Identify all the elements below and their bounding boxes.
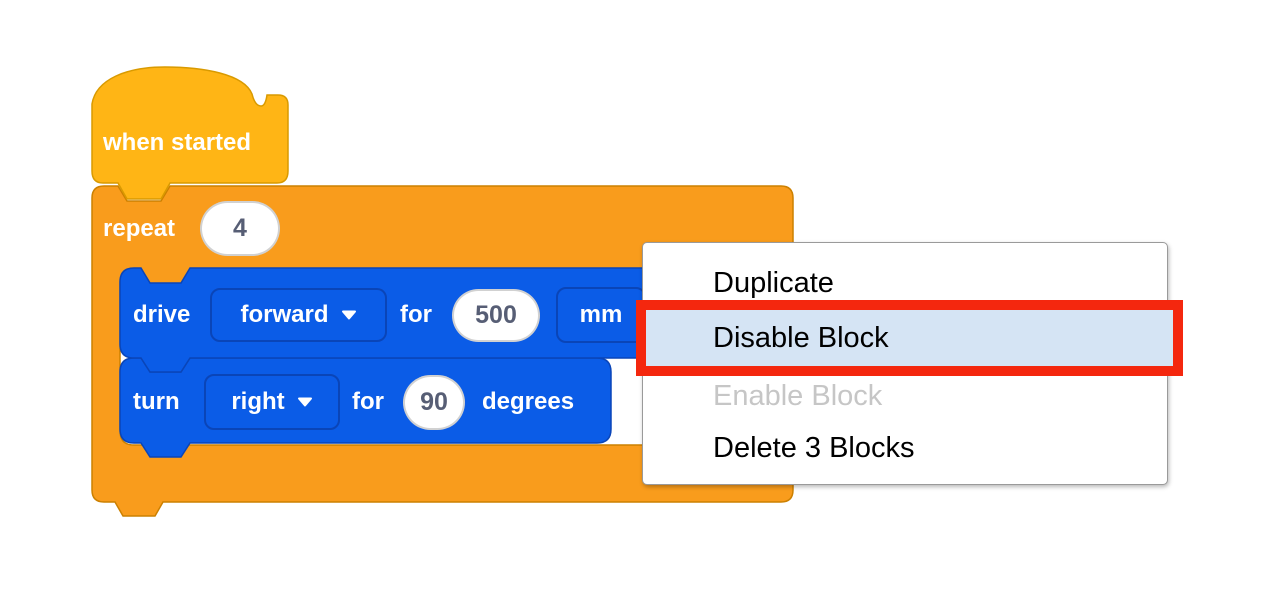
menu-item-enable-block: Enable Block [713,379,883,412]
hat-block-shape[interactable] [91,66,289,200]
repeat-count-value: 4 [233,214,247,242]
drive-distance-value: 500 [475,301,517,329]
chevron-down-icon [297,397,312,407]
menu-item-delete-blocks[interactable]: Delete 3 Blocks [713,432,915,464]
drive-unit-value: mm [579,301,623,328]
turn-direction-dropdown[interactable]: right [204,374,340,430]
turn-unit-label: degrees [482,388,575,415]
menu-item-disable-block-label: Disable Block [713,321,889,354]
turn-for-label: for [352,388,384,415]
context-menu: Duplicate Enable Block Delete 3 Blocks D… [636,242,1183,485]
menu-item-duplicate[interactable]: Duplicate [713,266,834,299]
turn-angle-value: 90 [420,388,448,416]
drive-for-label: for [400,301,432,328]
repeat-count-input[interactable]: 4 [200,201,280,256]
chevron-down-icon [341,310,356,320]
turn-angle-input[interactable]: 90 [403,375,465,430]
menu-item-disable-block[interactable]: Disable Block [636,300,1183,376]
drive-direction-dropdown[interactable]: forward [210,288,387,342]
turn-block-label: turn [133,388,180,415]
repeat-block-label: repeat [103,215,176,242]
drive-unit-dropdown[interactable]: mm [556,287,646,343]
turn-direction-value: right [231,388,285,415]
drive-block-label: drive [133,301,191,328]
drive-direction-value: forward [240,301,329,328]
hat-block-label: when started [103,129,252,156]
drive-distance-input[interactable]: 500 [452,289,540,342]
